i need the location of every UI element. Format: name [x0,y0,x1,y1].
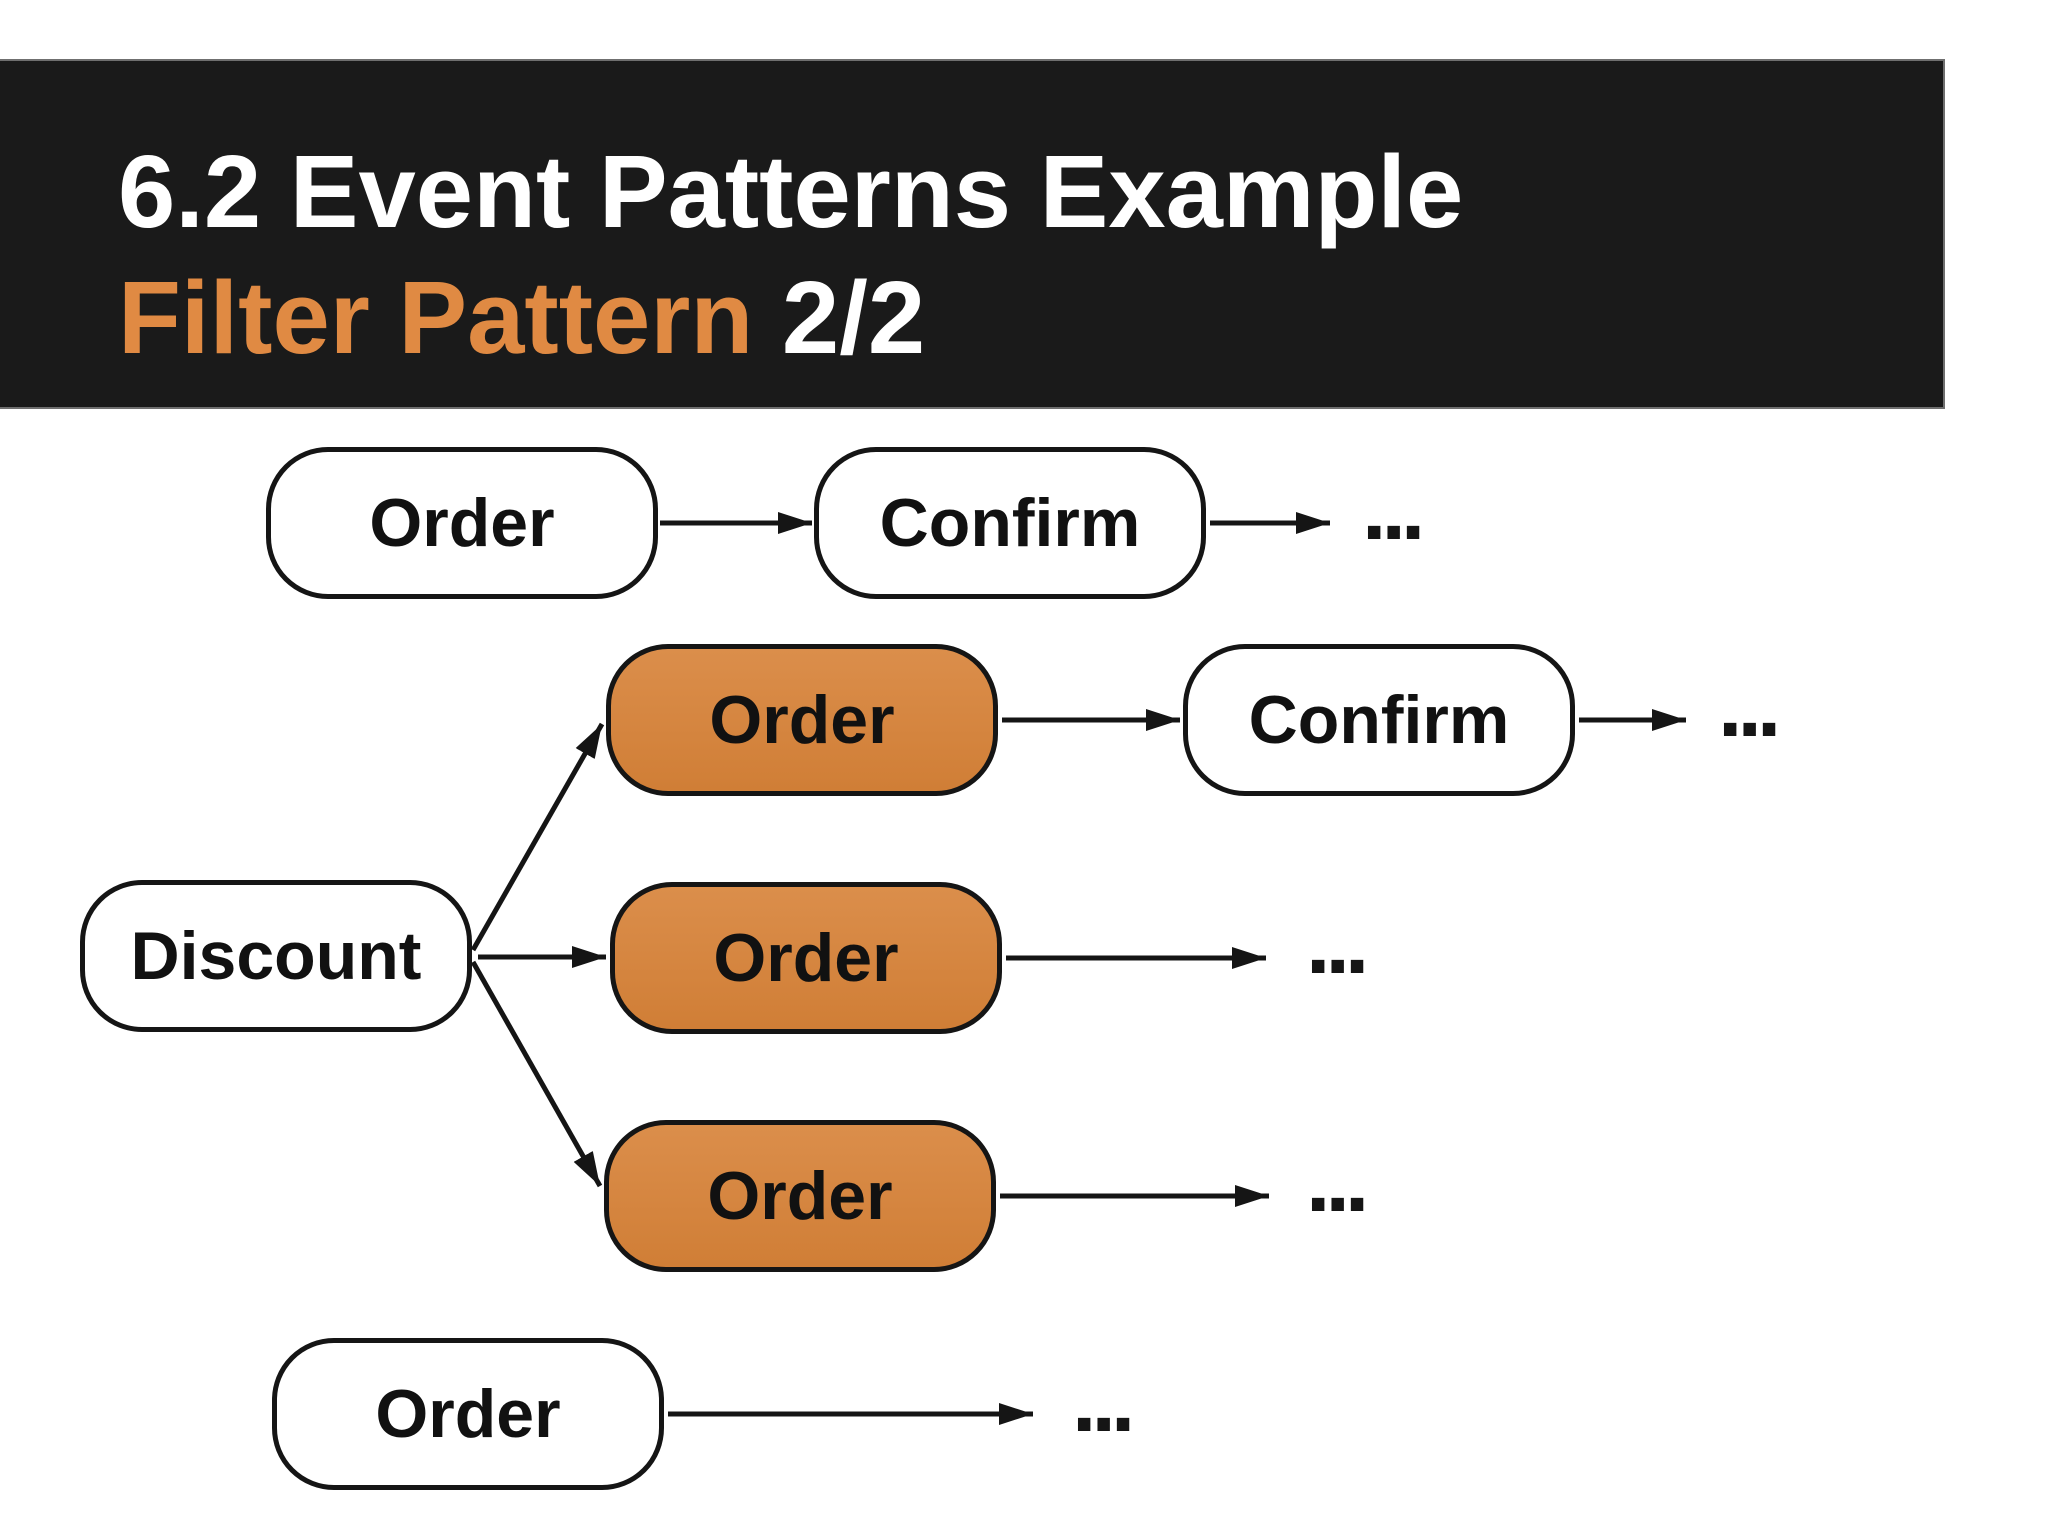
slide-title-line2: Filter Pattern 2/2 [118,255,1943,381]
ellipsis-row5: ... [1072,1351,1135,1450]
node-order-1-label: Order [369,485,555,561]
node-confirm-1: Confirm [814,447,1206,599]
node-confirm-1-label: Confirm [879,485,1141,561]
node-order-5: Order [272,1338,664,1490]
node-order-2: Order [606,644,998,796]
slide-title-line1: 6.2 Event Patterns Example [118,134,1464,249]
node-order-3-label: Order [713,920,899,996]
node-order-1: Order [266,447,658,599]
node-discount: Discount [80,880,472,1032]
arrow-discount-to-order4 [470,960,603,1188]
node-order-3: Order [610,882,1002,1034]
node-order-5-label: Order [375,1376,561,1452]
ellipsis-row1: ... [1362,459,1425,558]
ellipsis-row2: ... [1718,656,1781,755]
slide-title-highlight: Filter Pattern [118,260,754,375]
node-confirm-2: Confirm [1183,644,1575,796]
node-discount-label: Discount [130,918,422,994]
arrow-discount-to-order2 [470,722,605,952]
node-confirm-2-label: Confirm [1248,682,1510,758]
ellipsis-row3: ... [1306,893,1369,992]
node-order-4: Order [604,1120,996,1272]
ellipsis-row4: ... [1306,1131,1369,1230]
node-order-4-label: Order [707,1158,893,1234]
title-band: 6.2 Event Patterns Example Filter Patter… [0,59,1945,409]
node-order-2-label: Order [709,682,895,758]
slide-title-suffix: 2/2 [753,260,926,375]
